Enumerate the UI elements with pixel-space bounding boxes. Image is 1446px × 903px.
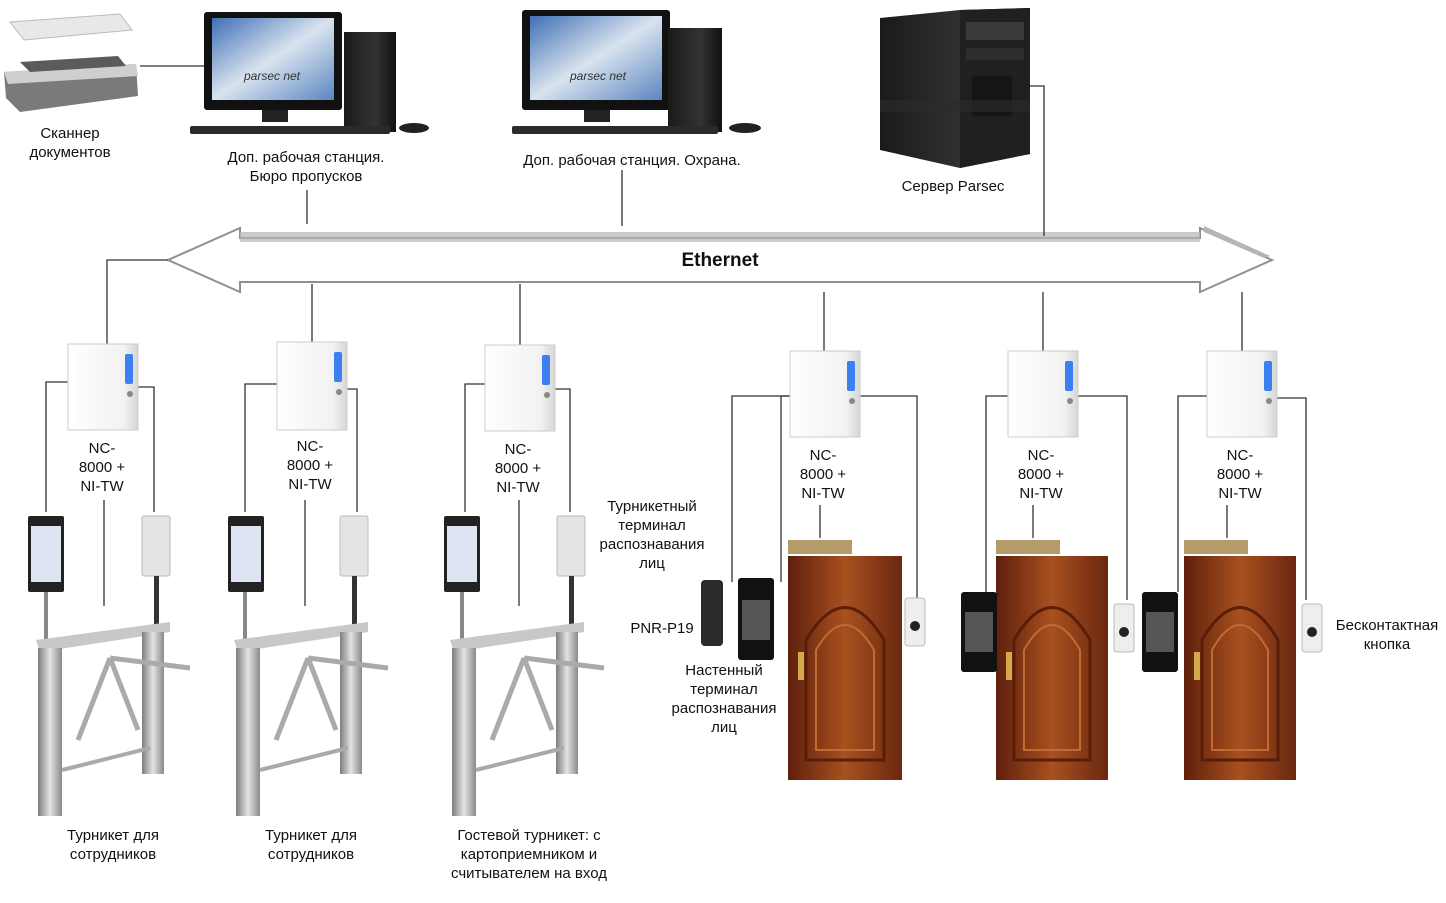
wiring xyxy=(45,65,1307,606)
turnstile-label-1: Турникет для сотрудников xyxy=(67,827,159,863)
door-3 xyxy=(1142,540,1323,780)
monitor-logo-1: parsec net xyxy=(243,69,301,83)
controller-label-5: NC- 8000 + NI-TW xyxy=(1017,447,1065,502)
turnstile-terminal-label: Турникетный терминал распознавания лиц xyxy=(599,498,705,572)
workstation-badge-label: Доп. рабочая станция. Бюро пропусков xyxy=(227,149,385,185)
exit-button-label: Бесконтактная кнопка xyxy=(1335,617,1439,653)
controller-label-3: NC- 8000 + NI-TW xyxy=(494,441,542,496)
controller-label-2: NC- 8000 + NI-TW xyxy=(286,438,334,493)
turnstile-1 xyxy=(28,515,191,816)
turnstile-2 xyxy=(228,515,389,816)
controller-label-1: NC- 8000 + NI-TW xyxy=(78,440,126,495)
reader-label: PNR-P19 xyxy=(630,620,694,637)
server-label: Сервер Parsec xyxy=(901,178,1005,195)
workstation-badge-office xyxy=(190,12,429,134)
document-scanner xyxy=(4,13,138,112)
turnstile-label-2: Турникет для сотрудников xyxy=(265,827,357,863)
controller-boxes xyxy=(67,341,1278,438)
controller-label-6: NC- 8000 + NI-TW xyxy=(1216,447,1264,502)
server-tower xyxy=(880,8,1030,168)
scanner-label: Сканнер документов xyxy=(29,125,111,161)
door-2 xyxy=(961,540,1135,780)
door-1 xyxy=(701,540,926,780)
controller-label-4: NC- 8000 + NI-TW xyxy=(799,447,847,502)
monitor-logo-2: parsec net xyxy=(569,69,627,83)
turnstile-3 xyxy=(444,515,605,816)
turnstile-label-3: Гостевой турникет: с картоприемником и с… xyxy=(451,827,607,882)
ethernet-bus-arrow xyxy=(165,226,1275,294)
workstation-guard-label: Доп. рабочая станция. Охрана. xyxy=(523,152,741,169)
ethernet-label: Ethernet xyxy=(681,250,759,271)
workstation-security xyxy=(512,10,761,134)
wall-terminal-label: Настенный терминал распознавания лиц xyxy=(671,662,777,736)
